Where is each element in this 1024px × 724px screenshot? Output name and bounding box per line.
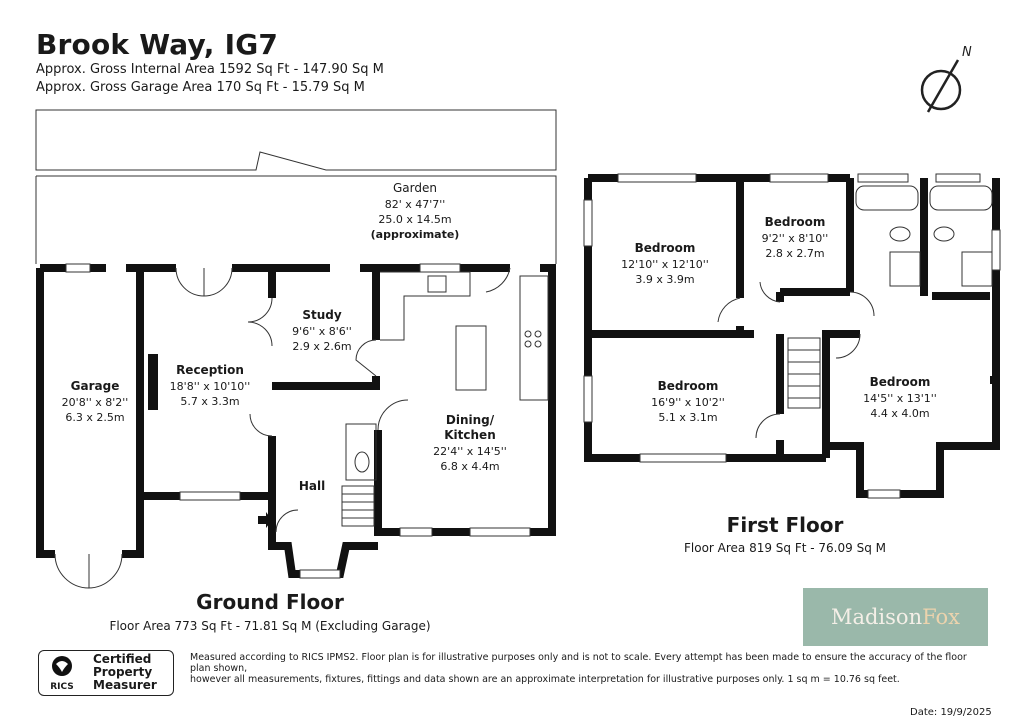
reception-metric: 5.7 x 3.3m [180, 395, 239, 408]
ground-floor-windows [65, 263, 531, 579]
kitchen-name-line2: Kitchen [444, 428, 496, 442]
property-title: Brook Way, IG7 [36, 28, 279, 61]
cert-line1: Certified [93, 652, 152, 666]
disclaimer-line2: however all measurements, fixtures, fitt… [190, 674, 900, 685]
ground-floor-area: Floor Area 773 Sq Ft - 71.81 Sq M (Exclu… [109, 619, 431, 633]
cert-line3: Measurer [93, 678, 157, 692]
gross-garage-area: Approx. Gross Garage Area 170 Sq Ft - 15… [36, 80, 365, 95]
ground-floor-walls [36, 264, 556, 578]
bedroom3-imperial: 16'9'' x 10'2'' [651, 396, 725, 409]
bedroom3-metric: 5.1 x 3.1m [658, 411, 717, 424]
fireplace-icon [148, 354, 158, 410]
bedroom1-imperial: 12'10'' x 12'10'' [621, 258, 709, 271]
bedroom1-name: Bedroom [635, 241, 696, 255]
kitchen-name-line1: Dining/ [446, 413, 495, 427]
cert-line2: Property [93, 665, 153, 679]
plan-date: Date: 19/9/2025 [910, 707, 992, 718]
garden-name: Garden [393, 181, 437, 195]
compass-north-label: N [962, 45, 972, 60]
logo-text-part1: Madison [830, 605, 923, 629]
first-floor-fixtures [717, 185, 993, 439]
hall-name: Hall [299, 479, 325, 493]
ground-floor-doors [54, 267, 511, 589]
bedroom2-name: Bedroom [765, 215, 826, 229]
bedroom2-imperial: 9'2'' x 8'10'' [762, 232, 829, 245]
first-floor-windows [583, 173, 1001, 499]
bedroom3-name: Bedroom [658, 379, 719, 393]
rics-crest-icon [52, 656, 72, 676]
hall-fixtures [341, 423, 377, 527]
kitchen-imperial: 22'4'' x 14'5'' [433, 445, 507, 458]
garden-imperial: 82' x 47'7'' [385, 198, 446, 211]
certified-measurer-text: Certified Property Measurer [93, 653, 173, 692]
reception-name: Reception [176, 363, 244, 377]
garden-metric: 25.0 x 14.5m [378, 213, 451, 226]
bedroom4-metric: 4.4 x 4.0m [870, 407, 929, 420]
compass-icon: N [920, 45, 972, 113]
garage-imperial: 20'8'' x 8'2'' [62, 396, 129, 409]
first-floor-walls [584, 174, 1000, 498]
disclaimer-line1: Measured according to RICS IPMS2. Floor … [190, 652, 967, 674]
ground-floor-title: Ground Floor [196, 590, 344, 614]
study-name: Study [302, 308, 342, 322]
bedroom1-metric: 3.9 x 3.9m [635, 273, 694, 286]
first-floor-title: First Floor [726, 513, 844, 537]
logo-text-part2: Fox [922, 605, 961, 629]
garden-outline [35, 109, 557, 264]
bedroom4-imperial: 14'5'' x 13'1'' [863, 392, 937, 405]
room-labels: Garden 82' x 47'7'' 25.0 x 14.5m (approx… [62, 181, 937, 493]
disclaimer: Measured according to RICS IPMS2. Floor … [190, 652, 990, 685]
study-imperial: 9'6'' x 8'6'' [292, 325, 352, 338]
rics-mark-label: RICS [50, 682, 74, 692]
kitchen-metric: 6.8 x 4.4m [440, 460, 499, 473]
gross-internal-area: Approx. Gross Internal Area 1592 Sq Ft -… [36, 62, 384, 77]
bedroom2-metric: 2.8 x 2.7m [765, 247, 824, 260]
garage-name: Garage [71, 379, 120, 393]
rics-badge [38, 650, 174, 696]
reception-imperial: 18'8'' x 10'10'' [170, 380, 251, 393]
garden-note: (approximate) [371, 228, 460, 241]
kitchen-fixtures [380, 271, 549, 401]
bedroom4-name: Bedroom [870, 375, 931, 389]
first-floor-area: Floor Area 819 Sq Ft - 76.09 Sq M [683, 541, 886, 555]
entrance-arrow-icon [258, 512, 272, 528]
study-metric: 2.9 x 2.6m [292, 340, 351, 353]
garage-metric: 6.3 x 2.5m [65, 411, 124, 424]
